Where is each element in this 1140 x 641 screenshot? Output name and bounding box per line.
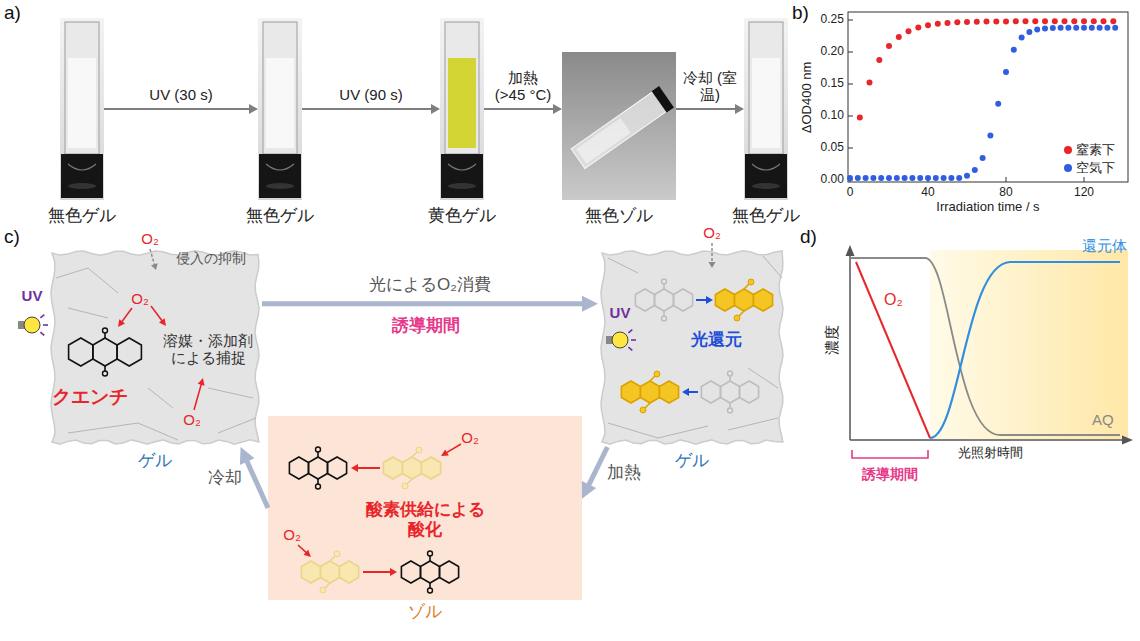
annotation: 溶媒・添加剤による捕捉 (160, 332, 256, 367)
molecule-label: O₂ (283, 526, 301, 543)
sample-photo: 無色ゲル (744, 18, 788, 200)
panel-label: c) (4, 226, 20, 248)
axis-title: 濃度 (823, 325, 840, 355)
edge-label: UV (30 s) (149, 86, 212, 103)
sample-photo: 黄色ゲル (440, 18, 484, 200)
curve-label: AQ (1092, 411, 1114, 428)
photo (562, 52, 676, 200)
light-label: UV (22, 287, 43, 304)
molecule-label: O₂ (141, 230, 159, 247)
data-points (847, 18, 1118, 181)
tick-label: 0.05 (821, 141, 844, 155)
curve-label: 還元体 (1082, 237, 1127, 254)
node-label: ゲル (675, 451, 709, 471)
annotation: 侵入の抑制 (176, 250, 246, 266)
period-label: 誘導期間 (862, 466, 918, 482)
tick-label: 0.20 (821, 45, 844, 59)
photo (60, 18, 104, 200)
sample-photo: 無色ゲル (258, 18, 302, 200)
photo (440, 18, 484, 200)
node-label: 無色ゲル (732, 206, 800, 226)
molecule-label: O₂ (131, 290, 149, 307)
sample-photo: 無色ゾル (562, 52, 676, 200)
node-label: 黄色ゲル (428, 206, 496, 226)
panel-label: b) (792, 2, 809, 24)
molecule-label: O₂ (183, 411, 201, 428)
node-label: 無色ゲル (48, 206, 116, 226)
edge-label: 冷却 (室温) (681, 69, 739, 104)
node-label: 無色ゲル (246, 206, 314, 226)
connector-arrow (262, 296, 598, 312)
curve-label: O₂ (884, 291, 903, 309)
connector-arrow (240, 447, 268, 508)
node-label: ゲル (138, 451, 172, 471)
schematic-chart (846, 245, 1134, 458)
axis-title: 光照射時間 (958, 446, 1023, 461)
molecule-label: O₂ (703, 224, 721, 241)
edge-label: 加熱 (>45 °C) (491, 69, 555, 104)
connector-arrow (484, 104, 562, 114)
photo (258, 18, 302, 200)
tick-label: 80 (999, 186, 1012, 200)
legend-swatch (1064, 146, 1072, 154)
chart-frame (848, 12, 1128, 182)
axis-title: Irradiation time / s (936, 200, 1039, 215)
edge-label: UV (90 s) (339, 86, 402, 103)
legend-swatch (1064, 164, 1072, 172)
edge-label: 加熱 (607, 463, 641, 483)
connector-arrow (104, 104, 258, 114)
connector-arrow (676, 104, 744, 114)
legend-label: 窒素下 (1076, 143, 1115, 158)
node-label: 無色ゾル (585, 206, 653, 226)
process-label: 光還元 (691, 330, 742, 350)
legend-label: 空気下 (1076, 161, 1115, 176)
photo (744, 18, 788, 200)
axis-title: ΔOD400 nm (800, 61, 815, 133)
tick-label: 0 (847, 186, 854, 200)
tick-label: 0.10 (821, 109, 844, 123)
tick-label: 120 (1074, 186, 1094, 200)
node-label: ゾル (408, 602, 442, 622)
light-label: UV (610, 304, 631, 321)
process-label: クエンチ (52, 386, 128, 408)
molecule-label: O₂ (461, 429, 479, 446)
tick-label: 40 (921, 186, 934, 200)
connector-arrow (302, 104, 440, 114)
period-label: 誘導期間 (392, 316, 460, 336)
panel-label: d) (800, 226, 817, 248)
tick-label: 0.25 (821, 13, 844, 27)
edge-label: 冷却 (208, 468, 242, 488)
tick-label: 0.15 (821, 77, 844, 91)
panel-label: a) (4, 2, 21, 24)
process-label: 酸素供給による酸化 (363, 500, 487, 539)
edge-label: 光によるO₂消費 (369, 275, 491, 295)
sample-photo: 無色ゲル (60, 18, 104, 200)
connector-arrow (582, 447, 608, 499)
tick-label: 0.00 (821, 173, 844, 187)
